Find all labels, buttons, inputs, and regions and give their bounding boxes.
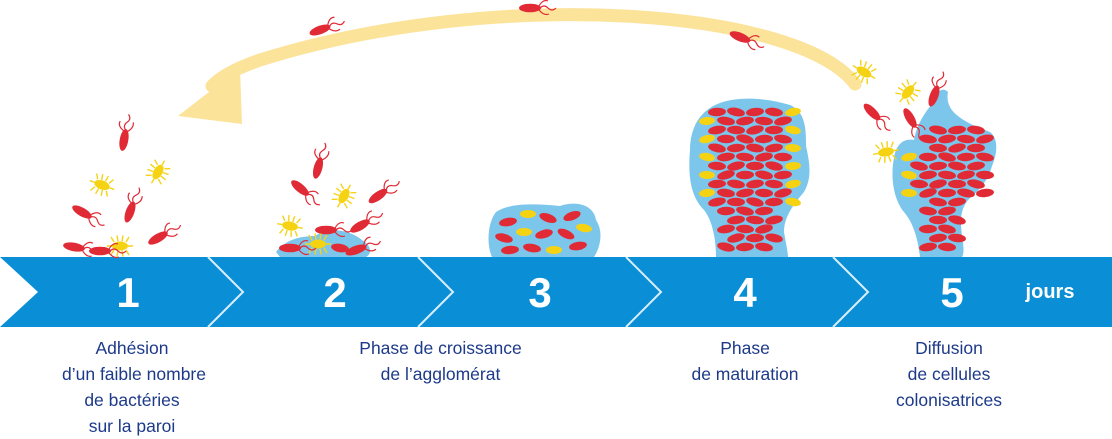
stage-5-biofilm [846,55,997,257]
caption-line: de maturation [691,364,799,384]
caption-steps-2-3: Phase de croissance de l’agglomérat [338,335,543,387]
stage-4-biofilm [689,98,810,257]
step-2-number: 2 [323,269,346,316]
caption-step-5: Diffusion de cellules colonisatrices [876,335,1022,413]
stage-1-bacteria [61,112,185,259]
caption-line: Diffusion [915,338,983,358]
caption-line: Phase de croissance [359,338,522,358]
step-4-number: 4 [733,269,757,316]
caption-line: Phase [720,338,770,358]
step-1-number: 1 [116,269,139,316]
timeline-arrow: 1 2 3 4 5 jours [0,256,1112,328]
stage-3-biofilm [488,203,601,257]
caption-line: colonisatrices [895,390,1003,410]
red-cell [948,179,966,189]
curved-return-arrow-icon [178,0,862,124]
red-cell [746,161,764,171]
caption-step-4: Phase de maturation [672,335,818,387]
caption-step-1: Adhésion d’un faible nombre de bactéries… [62,335,206,439]
caption-line: Adhésion [95,338,169,358]
step-5-number: 5 [940,269,963,316]
caption-line: d’un faible nombre [62,364,206,384]
unit-label: jours [1025,281,1075,303]
caption-line: de bactéries [84,390,180,410]
caption-line: de cellules [907,364,991,384]
stage-2-cluster [274,140,404,261]
caption-line: de l’agglomérat [380,364,501,384]
caption-line: sur la paroi [88,416,176,436]
step-3-number: 3 [528,269,551,316]
